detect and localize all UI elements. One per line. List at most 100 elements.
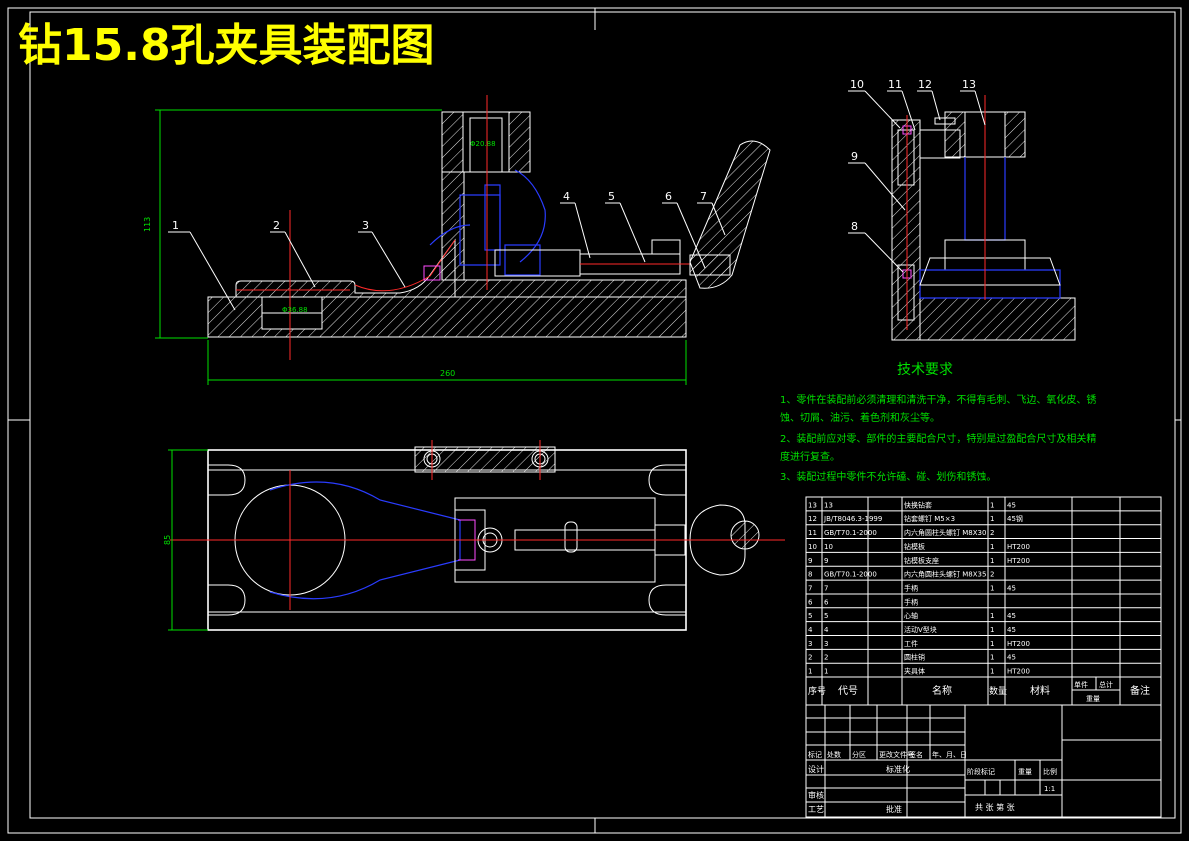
bom-cell: GB/T70.1-2000 (824, 529, 877, 537)
svg-text:总计: 总计 (1099, 680, 1113, 689)
bom-cell: 钻模板 (904, 542, 925, 551)
bom-cell: 4 (824, 626, 829, 634)
bom-cell: 45 (1007, 654, 1016, 662)
bom-cell: HT200 (1007, 640, 1030, 648)
bom-cell: 3 (824, 640, 828, 648)
svg-text:设计: 设计 (808, 764, 824, 774)
top-view: 85 (163, 440, 785, 631)
svg-text:重量: 重量 (1018, 768, 1032, 776)
drawing-title: 钻15.8孔夹具装配图 (18, 20, 435, 71)
width-dim: 85 (163, 535, 172, 545)
svg-text:11: 11 (888, 78, 902, 91)
bom-cell: 10 (824, 543, 833, 551)
svg-text:标准化: 标准化 (886, 764, 910, 774)
titleblock-label: 年、月、日 (932, 750, 967, 759)
tech-line: 蚀、切屑、油污、着色剂和灰尘等。 (780, 411, 940, 424)
bom-cell: 活动V型块 (904, 625, 937, 634)
bom-cell: GB/T70.1-2000 (824, 571, 877, 579)
svg-text:1: 1 (172, 219, 179, 232)
bom-cell: 13 (808, 501, 817, 509)
length-dim: 260 (440, 369, 455, 378)
bom-cell: 1 (990, 626, 994, 634)
svg-text:数量: 数量 (989, 685, 1007, 697)
handle (689, 140, 771, 289)
bom-cell: 11 (808, 529, 817, 537)
svg-text:6: 6 (665, 190, 672, 203)
svg-text:比例: 比例 (1043, 767, 1057, 776)
bom-cell: 手柄 (904, 597, 918, 606)
svg-text:工艺: 工艺 (808, 805, 824, 814)
bom-cell: 1 (990, 640, 994, 648)
bom-cell: 4 (808, 626, 813, 634)
svg-text:批准: 批准 (886, 804, 902, 814)
bom-cell: 45 (1007, 626, 1016, 634)
bom-cell: 1 (824, 668, 828, 676)
svg-text:9: 9 (851, 150, 858, 163)
bom-cell: 1 (990, 612, 994, 620)
svg-text:5: 5 (608, 190, 615, 203)
height-dim: 113 (143, 217, 152, 232)
svg-text:13: 13 (962, 78, 976, 91)
bom-cell: 7 (808, 584, 812, 592)
svg-text:代号: 代号 (838, 685, 858, 697)
bom-cell: 2 (808, 654, 812, 662)
bom-cell: 1 (990, 557, 994, 565)
bom-cell: 内六角圆柱头螺钉 M8X30 (904, 528, 986, 537)
svg-text:1:1: 1:1 (1044, 785, 1055, 793)
svg-text:名称: 名称 (932, 684, 952, 697)
bom-cell: 1 (990, 668, 994, 676)
tech-line: 3、装配过程中零件不允许磕、碰、划伤和锈蚀。 (780, 470, 996, 483)
svg-text:审核: 审核 (808, 790, 824, 800)
titleblock-label: 分区 (852, 750, 866, 759)
bom-cell: 45 (1007, 501, 1016, 509)
svg-text:序号: 序号 (808, 685, 826, 697)
svg-text:8: 8 (851, 220, 858, 233)
bom-cell: HT200 (1007, 543, 1030, 551)
tech-line: 2、装配前应对零、部件的主要配合尺寸，特别是过盈配合尺寸及相关精 (780, 432, 1096, 445)
bom-cell: 圆柱销 (904, 653, 925, 662)
bom-cell: 45钢 (1007, 514, 1023, 523)
svg-text:单件: 单件 (1074, 680, 1088, 689)
bom-cell: 工件 (904, 639, 918, 648)
side-view (891, 95, 1076, 341)
bom-cell: 5 (808, 612, 812, 620)
svg-text:4: 4 (563, 190, 570, 203)
titleblock-label: 更改文件号 (879, 750, 914, 759)
bom-cell: 心轴 (904, 611, 918, 620)
bom-cell: 1 (990, 501, 994, 509)
bom-cell: 9 (808, 557, 812, 565)
bom-cell: 3 (808, 640, 812, 648)
bom-cell: 1 (990, 584, 994, 592)
front-view: Φ20.88 113 260 Φ36.88 (143, 95, 771, 385)
svg-text:重量: 重量 (1086, 695, 1100, 703)
titleblock-label: 处数 (827, 750, 841, 759)
bom-cell: 13 (824, 501, 833, 509)
title-block: 标记处数分区更改文件号签名年、月、日 设计 标准化 阶段标记 重量 比例 1:1… (805, 704, 1162, 818)
bom-cell: 夹具体 (904, 667, 925, 676)
bom-cell: 45 (1007, 584, 1016, 592)
tech-line: 度进行复查。 (780, 450, 840, 463)
callouts-side: 10 11 12 13 9 8 (848, 78, 986, 273)
svg-text:阶段标记: 阶段标记 (967, 767, 995, 776)
svg-text:材料: 材料 (1030, 684, 1050, 697)
titleblock-label: 标记 (808, 750, 822, 759)
svg-text:3: 3 (362, 219, 369, 232)
bom-cell: 5 (824, 612, 828, 620)
svg-text:2: 2 (273, 219, 280, 232)
inner-border (29, 11, 1176, 819)
bom-cell: 10 (808, 543, 817, 551)
bom-cell: 7 (824, 584, 828, 592)
bom-cell: 手柄 (904, 583, 918, 592)
bom-cell: 1 (990, 654, 994, 662)
bom-cell: 内六角圆柱头螺钉 M8X35 (904, 570, 986, 579)
svg-text:共 张 第 张: 共 张 第 张 (975, 802, 1015, 812)
svg-text:7: 7 (700, 190, 707, 203)
callouts-front: 1 2 3 4 5 6 7 (168, 190, 726, 311)
bom-cell: HT200 (1007, 557, 1030, 565)
svg-text:Φ20.88: Φ20.88 (470, 140, 496, 148)
svg-text:备注: 备注 (1130, 684, 1150, 697)
svg-text:Φ36.88: Φ36.88 (282, 306, 308, 314)
bom-cell: 2 (824, 654, 828, 662)
